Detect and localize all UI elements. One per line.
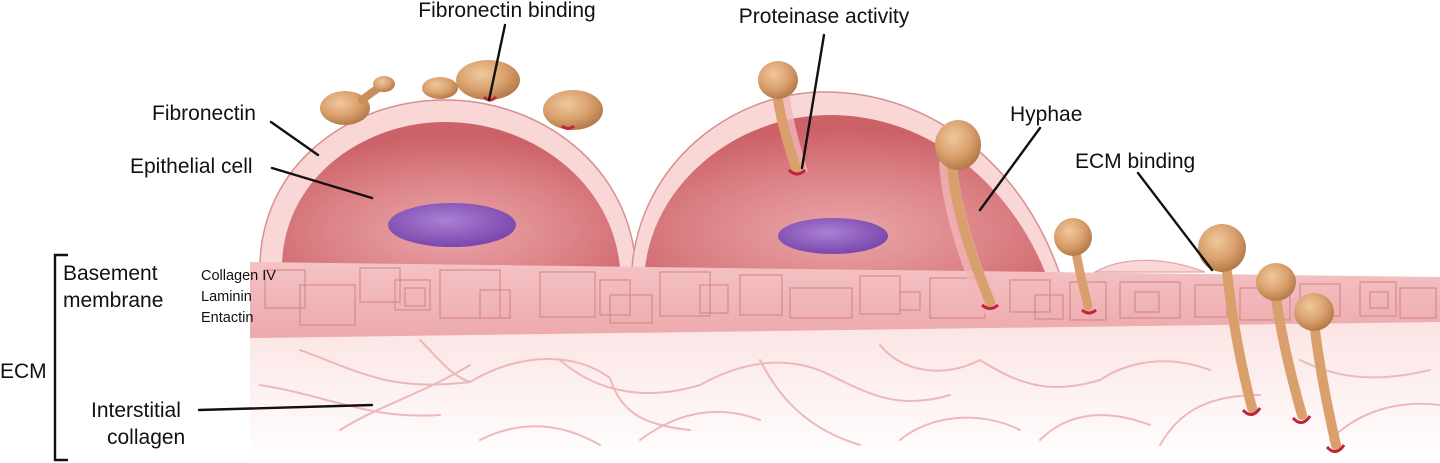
basement-membrane-layer — [250, 262, 1440, 338]
nucleus-left — [388, 203, 516, 247]
hypha-ecm-1 — [1198, 224, 1262, 416]
leader-lines — [197, 23, 1214, 412]
label-basement-line2: membrane — [63, 289, 163, 312]
label-interstitial-line1: Interstitial — [91, 399, 181, 422]
label-entactin: Entactin — [201, 310, 253, 326]
leader-hyphae — [978, 126, 1042, 212]
cell-bump-right — [1092, 259, 1206, 273]
hypha-ecm-2 — [1256, 263, 1312, 424]
hypha-proteinase — [758, 61, 808, 176]
label-collagen-iv: Collagen IV — [201, 268, 276, 284]
nucleus-right — [778, 218, 888, 254]
label-fibronectin-binding: Fibronectin binding — [418, 0, 595, 22]
label-ecm-binding: ECM binding — [1075, 150, 1195, 173]
leader-fibronectin — [269, 120, 320, 157]
label-ecm: ECM — [0, 360, 47, 383]
label-interstitial-line2: collagen — [107, 426, 185, 449]
fibronectin-molecule-3 — [543, 90, 603, 130]
hypha-ecm-3 — [1294, 293, 1346, 453]
label-fibronectin: Fibronectin — [152, 102, 256, 125]
leader-epithelial-cell — [270, 166, 374, 200]
label-basement-line1: Basement — [63, 262, 158, 285]
label-proteinase-activity: Proteinase activity — [739, 5, 910, 28]
label-hyphae: Hyphae — [1010, 103, 1082, 126]
leader-interstitial-collagen — [197, 403, 374, 412]
fibronectin-molecule-2 — [422, 60, 520, 102]
leader-ecm-binding — [1136, 171, 1214, 272]
epithelial-cell-right — [631, 91, 1062, 276]
hypha-basement-small — [1054, 218, 1097, 315]
interstitial-collagen-layer — [250, 320, 1440, 463]
leader-proteinase-activity — [800, 33, 826, 170]
leader-fibronectin-binding — [487, 23, 507, 102]
hypha-through-cell — [935, 120, 999, 314]
ecm-bracket — [53, 253, 68, 462]
fibronectin-molecules — [320, 60, 603, 130]
label-epithelial-cell: Epithelial cell — [130, 155, 253, 178]
label-laminin: Laminin — [201, 289, 252, 305]
fibronectin-molecule-1 — [320, 76, 395, 125]
epithelial-cell-left — [259, 99, 637, 269]
